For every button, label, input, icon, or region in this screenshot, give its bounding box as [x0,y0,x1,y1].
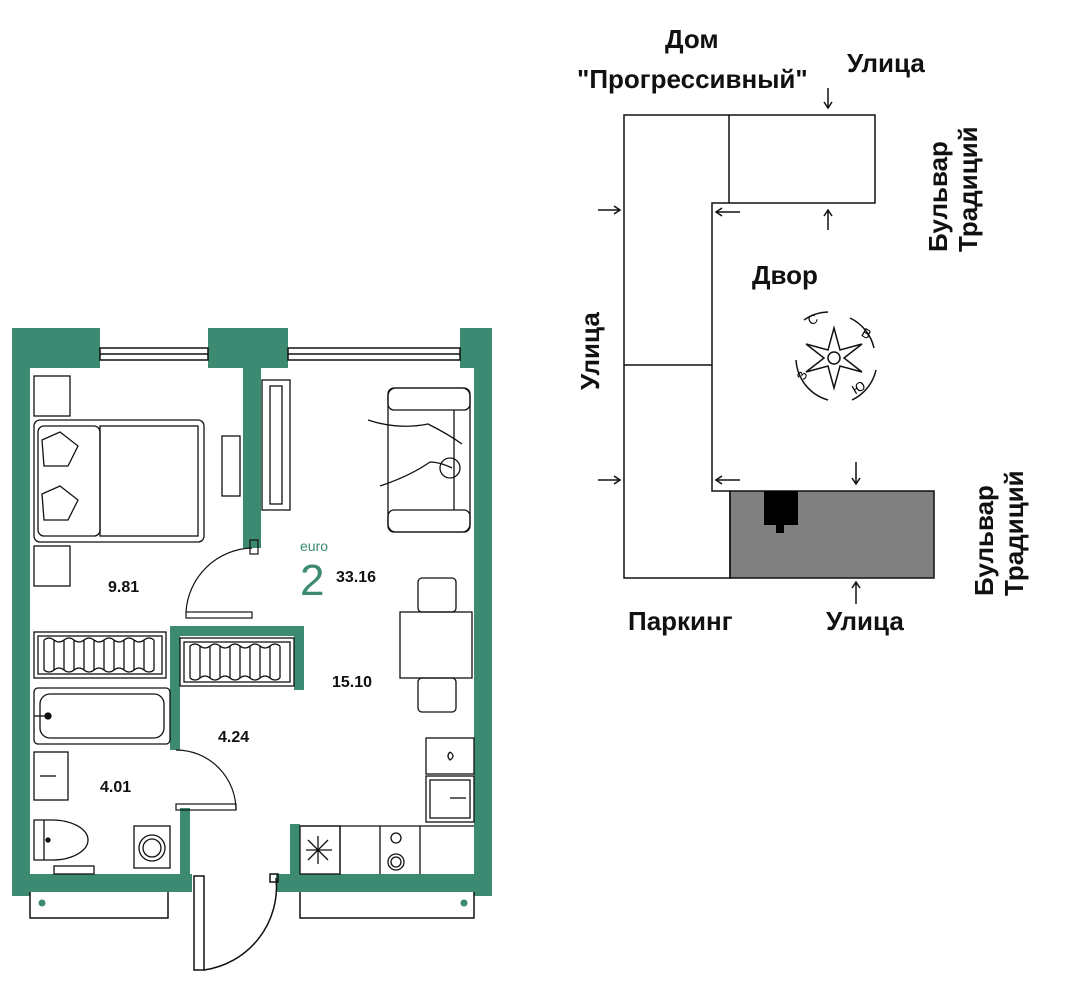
boulevard-label-bottom: Бульвар Традиций [969,470,1029,596]
room-area-hall: 4.24 [218,729,250,746]
compass [795,311,877,401]
building-outline [623,114,876,579]
boulevard-label-top: Бульвар Традиций [923,126,983,252]
street-label-left: Улица [575,312,605,390]
rooms-count: 2 [300,556,325,605]
apartment-type-label: euro [300,538,329,554]
total-area: 33.16 [336,569,377,586]
section-selected [729,490,935,579]
outer-walls [12,328,492,896]
doors [175,539,259,811]
balcony [29,873,475,971]
room-area-bathroom: 4.01 [100,779,132,796]
arrows [598,88,861,604]
yard-label: Двор [752,260,818,290]
site-plan [598,88,935,604]
street-label-bottom: Улица [826,606,904,636]
windows [99,347,461,361]
house-name-line1: Дом [665,24,719,54]
street-label-top: Улица [847,48,925,78]
entrance-marker [764,491,798,533]
parking-label: Паркинг [628,606,733,636]
furniture [33,375,475,875]
room-area-kitchen-living: 15.10 [332,674,373,691]
room-area-bedroom: 9.81 [108,579,140,596]
house-name-line2: "Прогрессивный" [577,64,808,94]
